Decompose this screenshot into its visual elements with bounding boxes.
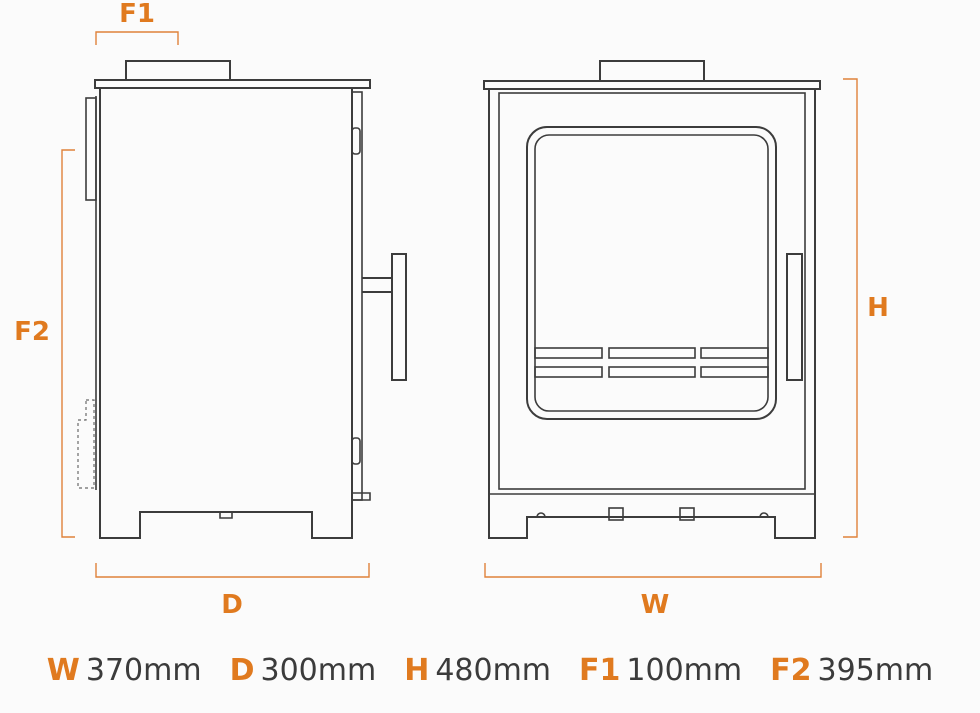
front-foot-block-left (609, 508, 623, 520)
side-handle-arm (362, 278, 392, 292)
slot (535, 367, 602, 377)
side-hinge-bottom (352, 438, 360, 464)
slot (535, 348, 602, 358)
h-dimension-bracket (843, 79, 857, 537)
f1-dimension-bracket (96, 32, 178, 45)
front-top-plate (484, 81, 820, 89)
w-label: W (641, 590, 670, 620)
front-door-frame (499, 93, 805, 489)
d-dimension-bracket (96, 563, 369, 577)
side-rear-strip (86, 98, 96, 200)
slot (609, 348, 695, 358)
spec-key: D (230, 653, 255, 688)
side-rear-outlet-outline (78, 400, 94, 488)
side-body (100, 88, 352, 538)
side-handle-grip (392, 254, 406, 380)
side-base-step (352, 493, 370, 500)
d-label: D (221, 590, 243, 620)
stove-drawings: F1 F2 D W H (0, 0, 980, 645)
front-foot-block-right (680, 508, 694, 520)
front-airwash-slots (535, 348, 768, 377)
spec-key: F1 (579, 653, 620, 688)
f2-label: F2 (14, 317, 50, 347)
spec-key: H (404, 653, 429, 688)
front-door-handle (787, 254, 802, 380)
spec-value: 480mm (435, 653, 551, 688)
dimension-specs: W370mm D300mm H480mm F1100mm F2395mm (0, 645, 980, 695)
front-window-inner (535, 135, 768, 411)
spec-width: W370mm (47, 653, 202, 688)
spec-value: 300mm (260, 653, 376, 688)
side-top-plate (95, 80, 370, 88)
spec-value: 370mm (86, 653, 202, 688)
w-dimension-bracket (485, 563, 821, 577)
front-view (484, 61, 820, 538)
front-window-outer (527, 127, 776, 419)
slot (701, 348, 768, 358)
spec-key: W (47, 653, 80, 688)
spec-value: 395mm (818, 653, 934, 688)
spec-value: 100mm (626, 653, 742, 688)
front-body (489, 89, 815, 538)
side-hinge-top (352, 128, 360, 154)
front-flue-collar (600, 61, 704, 81)
slot (701, 367, 768, 377)
spec-f1: F1100mm (579, 653, 742, 688)
side-flue-collar (126, 61, 230, 80)
spec-height: H480mm (404, 653, 551, 688)
spec-f2: F2395mm (770, 653, 933, 688)
f2-dimension-bracket (62, 150, 75, 537)
spec-key: F2 (770, 653, 811, 688)
f1-label: F1 (119, 0, 155, 29)
spec-depth: D300mm (230, 653, 377, 688)
side-view (78, 61, 406, 538)
h-label: H (867, 293, 889, 323)
slot (609, 367, 695, 377)
